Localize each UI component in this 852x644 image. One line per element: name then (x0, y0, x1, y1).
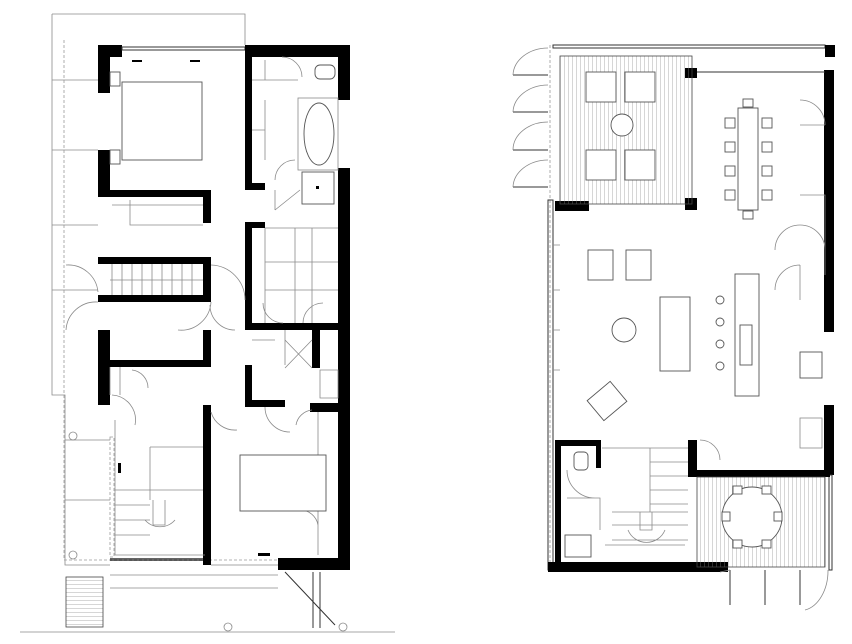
stair-lower-left (109, 420, 205, 558)
bar-stools (715, 295, 725, 371)
upper-floor-plan (20, 13, 395, 633)
bed (239, 454, 327, 512)
bed (121, 81, 203, 161)
ground-floor-plan (512, 44, 835, 611)
dining-chairs (724, 98, 773, 220)
living-area (553, 244, 691, 422)
deck-top (559, 55, 693, 205)
deck-bottom (696, 476, 826, 568)
dining-table (737, 107, 759, 211)
bedroom-2 (211, 454, 327, 566)
balcony-support (284, 571, 336, 628)
walls-upper (98, 45, 350, 570)
stair-ground (602, 447, 688, 546)
coffee-table (611, 317, 637, 343)
sink (739, 324, 753, 366)
powder-room (564, 451, 601, 558)
stair-upper (110, 200, 203, 295)
shower (301, 171, 335, 205)
bathtub (303, 102, 335, 166)
bottom-fins (719, 569, 829, 611)
doors-upper (65, 264, 339, 555)
sofa (659, 296, 691, 372)
armchair (625, 249, 652, 281)
round-table (721, 486, 783, 548)
canopy-fins (512, 47, 549, 188)
toilet (573, 451, 589, 471)
kitchen (699, 264, 823, 461)
closet-room (262, 227, 338, 324)
bathroom (252, 56, 339, 211)
bedroom-1 (109, 60, 203, 165)
armchair (587, 249, 614, 281)
dining-area (724, 98, 826, 275)
toilet (314, 64, 336, 80)
exterior-steps (65, 576, 104, 628)
armchair (586, 380, 628, 422)
cooktop (799, 351, 823, 379)
